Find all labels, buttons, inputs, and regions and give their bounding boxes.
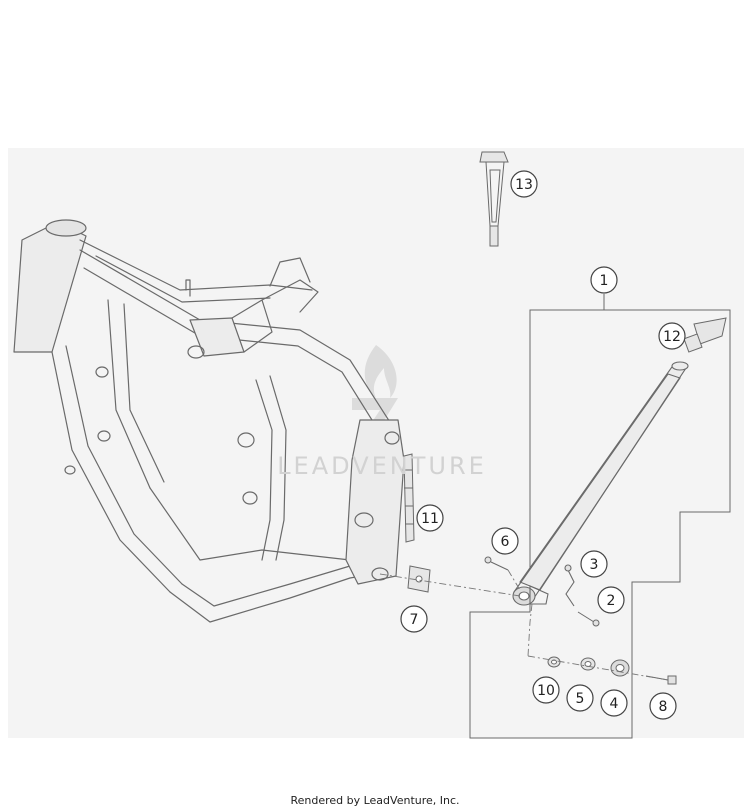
callout-1-label: 1 xyxy=(600,273,609,289)
part-7-bracket xyxy=(407,565,431,593)
callout-3-label: 3 xyxy=(590,557,599,573)
callout-4-label: 4 xyxy=(610,696,619,712)
callout-5-label: 5 xyxy=(576,691,585,707)
callout-4: 4 xyxy=(600,689,628,717)
callout-2: 2 xyxy=(597,586,625,614)
callout-13: 13 xyxy=(510,170,538,198)
callout-6-label: 6 xyxy=(501,534,510,550)
part-2-screw xyxy=(577,611,600,627)
callout-12: 12 xyxy=(658,322,686,350)
callout-10-label: 10 xyxy=(537,683,555,699)
callout-8-label: 8 xyxy=(659,699,668,715)
part-13-tool xyxy=(479,151,509,247)
callout-12-label: 12 xyxy=(663,329,681,345)
callout-13-label: 13 xyxy=(515,177,533,193)
part-12-foot-pad xyxy=(683,317,727,353)
callout-11: 11 xyxy=(416,504,444,532)
part-5-washer xyxy=(580,657,596,671)
watermark-text: LEADVENTURE xyxy=(277,452,487,480)
part-10-washer xyxy=(547,656,561,668)
assembly-axis-lines xyxy=(379,569,669,681)
part-3-spring xyxy=(564,564,575,607)
motorcycle-frame xyxy=(13,219,405,623)
callout-10: 10 xyxy=(532,676,560,704)
callout-7-label: 7 xyxy=(410,612,419,628)
callout-8: 8 xyxy=(649,692,677,720)
part-6-bolt xyxy=(484,556,509,571)
callout-3: 3 xyxy=(580,550,608,578)
part-11-spring xyxy=(403,453,415,543)
assembly-outline xyxy=(469,309,731,739)
callout-7: 7 xyxy=(400,605,428,633)
side-stand xyxy=(512,361,689,606)
callout-6: 6 xyxy=(491,527,519,555)
watermark-logo xyxy=(352,345,398,440)
callouts: 13 1 12 11 6 3 2 7 xyxy=(400,170,686,720)
part-4-bushing xyxy=(610,659,630,677)
callout-1: 1 xyxy=(590,266,618,294)
callout-2-label: 2 xyxy=(607,593,616,609)
callout-11-label: 11 xyxy=(421,511,439,527)
callout-5: 5 xyxy=(566,684,594,712)
footer-credit: Rendered by LeadVenture, Inc. xyxy=(290,794,460,807)
